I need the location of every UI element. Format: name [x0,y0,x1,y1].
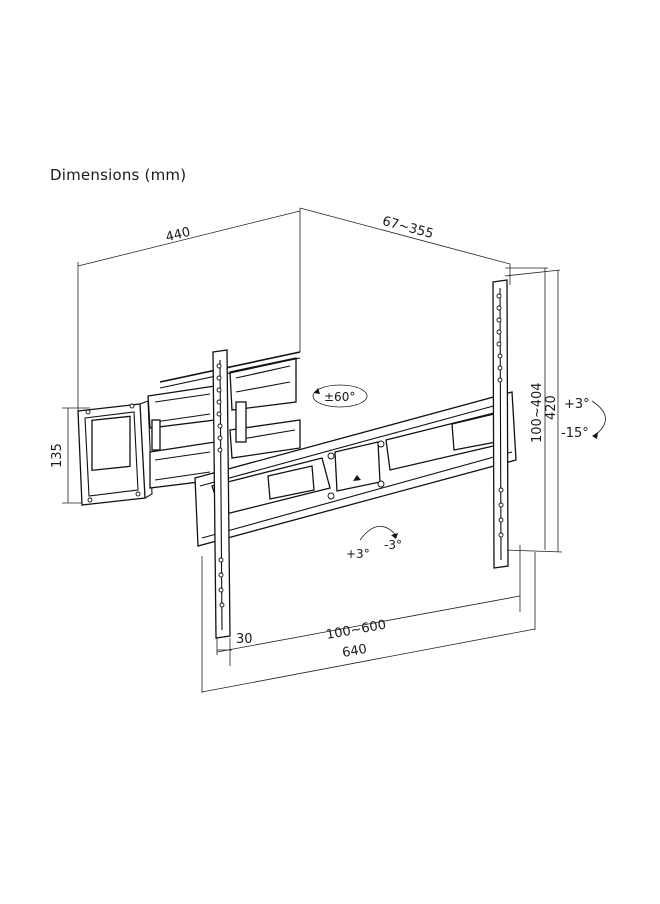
dim-label-420: 420 [544,395,559,420]
dim-label-100-600: 100~600 [325,618,387,643]
dim-label-135: 135 [50,443,65,468]
dimension-440: 440 [77,208,301,412]
level-indicator: +3° -3° [346,526,402,561]
dim-label-440: 440 [164,225,192,246]
level-plus-label: +3° [346,547,370,561]
tilt-indicator: +3° -15° [561,397,606,441]
swivel-label: ±60° [324,390,355,404]
level-minus-label: -3° [384,538,402,552]
vertical-strap-left [212,349,231,639]
tilt-down-label: -15° [561,426,589,441]
up-arrow-icon [353,475,361,481]
vertical-strap-right [492,279,509,569]
strap-holes-right [496,293,504,538]
dimension-right: 100~404 420 [504,267,563,553]
dimension-bottom: 30 100~600 640 [201,545,536,693]
swivel-indicator: ±60° [312,384,368,408]
dim-label-30: 30 [236,632,253,647]
dim-label-640: 640 [341,642,368,661]
dim-label-67-355: 67~355 [381,214,435,242]
dim-label-100-404: 100~404 [530,382,545,443]
tilt-up-label: +3° [564,397,590,412]
wall-plate [77,400,153,506]
diagram-title: Dimensions (mm) [50,166,187,184]
articulating-arms [147,351,301,489]
strap-holes-left [216,363,225,608]
dimension-67-355: 67~355 [299,207,511,285]
horizontal-rail [194,391,517,547]
